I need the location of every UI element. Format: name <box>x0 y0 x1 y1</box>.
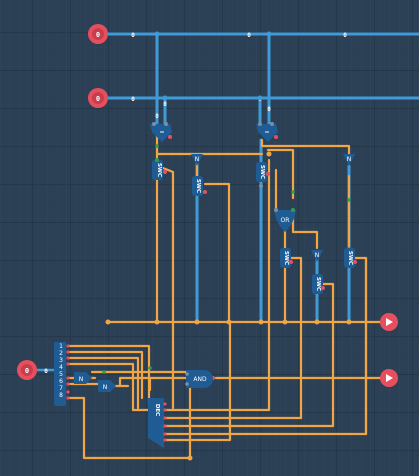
wire-swc-left-b[interactable] <box>203 182 231 324</box>
splitter-pins <box>66 344 70 400</box>
equals-gate-right[interactable]: = <box>256 122 278 142</box>
and-label: AND <box>193 376 207 383</box>
pin-accents <box>102 144 351 380</box>
or-label: OR <box>281 217 290 224</box>
not-gate-upper-1[interactable]: N <box>191 154 203 166</box>
not-gate-lower-1[interactable]: N <box>74 372 92 384</box>
swc-4-label: SWC <box>283 251 289 265</box>
and-gate[interactable]: AND <box>185 370 213 388</box>
input-bottom-wire-value: 0 <box>44 368 48 375</box>
swc-1-label: SWC <box>156 163 162 177</box>
orange-wires <box>68 136 390 460</box>
decoder[interactable]: DEC <box>148 398 164 448</box>
not-upper-1-label: N <box>195 156 200 163</box>
input-top-value: 0 <box>96 31 100 39</box>
splitter-pin-7: 7 <box>59 385 63 392</box>
wire-swc-r2[interactable] <box>321 282 335 428</box>
bus-mid-value: 0 <box>131 96 135 103</box>
tap-left-a: 0 <box>155 113 159 120</box>
wire-left-row3[interactable] <box>68 356 140 410</box>
not-lower-1-label: N <box>79 376 84 383</box>
splitter-pin-8: 8 <box>59 392 63 399</box>
or-gate[interactable]: OR <box>274 208 296 232</box>
play-arrow-icon <box>386 374 393 382</box>
decoder-pins <box>163 402 167 442</box>
not-gate-lower-2[interactable]: N <box>98 380 116 392</box>
bus-top-value-3: 0 <box>343 32 347 39</box>
input-pad-mid[interactable]: 0 <box>88 88 108 108</box>
tap-right-a: 0 <box>267 106 271 113</box>
swc-block-5[interactable]: SWC <box>312 274 325 294</box>
swc-2-label: SWC <box>195 179 201 193</box>
splitter-pin-2: 2 <box>59 350 63 357</box>
tap-left-b: 0 <box>163 101 167 108</box>
input-pad-top[interactable]: 0 <box>88 24 108 44</box>
equals-left-label: = <box>159 129 164 136</box>
swc-6-label: SWC <box>347 251 353 265</box>
not-gate-upper-2[interactable]: N <box>343 154 355 166</box>
input-bottom-value: 0 <box>25 367 29 375</box>
wire-or-right[interactable] <box>291 208 319 250</box>
wire-row-398[interactable] <box>68 376 192 460</box>
wire-and-in[interactable] <box>118 376 188 388</box>
bus-top-value-1: 0 <box>131 32 135 39</box>
splitter-pin-3: 3 <box>59 357 63 364</box>
bus-junctions <box>154 31 272 101</box>
wire-swc-left[interactable] <box>161 166 175 410</box>
input-pad-bottom[interactable]: 0 <box>17 360 37 380</box>
equals-gate-left[interactable]: = <box>150 122 172 142</box>
swc-block-1[interactable]: SWC <box>152 158 167 180</box>
swc-3-label: SWC <box>259 165 265 179</box>
play-arrow-icon <box>386 318 393 326</box>
splitter-pin-4: 4 <box>59 364 63 371</box>
not-lower-2-label: N <box>103 384 108 391</box>
not-upper-3-label: N <box>315 252 320 259</box>
swc-block-3[interactable]: SWC <box>256 162 270 188</box>
wire-right-bus[interactable] <box>260 138 351 156</box>
not-gate-upper-3[interactable]: N <box>311 250 323 262</box>
output-pad-top[interactable] <box>380 313 398 331</box>
swc-block-4[interactable]: SWC <box>280 248 293 268</box>
splitter-pin-1: 1 <box>59 343 63 350</box>
wire-left-row4[interactable] <box>68 362 150 412</box>
swc-5-label: SWC <box>315 277 321 291</box>
wire-swc-r1[interactable] <box>288 256 303 420</box>
splitter[interactable] <box>54 342 66 406</box>
not-upper-2-label: N <box>347 156 352 163</box>
swc-block-2[interactable]: SWC <box>192 176 207 196</box>
orange-junctions <box>105 151 352 461</box>
bus-top-value-2: 0 <box>247 32 251 39</box>
input-mid-value: 0 <box>96 95 100 103</box>
output-pad-bottom[interactable] <box>380 369 398 387</box>
swc-block-6[interactable]: SWC <box>344 248 357 268</box>
wire-dec-out4[interactable] <box>162 256 368 436</box>
wire-right-a[interactable] <box>266 148 295 200</box>
splitter-pin-6: 6 <box>59 378 63 385</box>
wire-dec-out5[interactable] <box>162 320 232 442</box>
wire-left-row2[interactable] <box>68 350 144 400</box>
equals-right-label: = <box>264 129 269 136</box>
splitter-pin-5: 5 <box>59 371 63 378</box>
splitter-pin-labels: 1 2 3 4 5 6 7 8 <box>59 343 63 399</box>
decoder-label: DEC <box>154 404 160 416</box>
